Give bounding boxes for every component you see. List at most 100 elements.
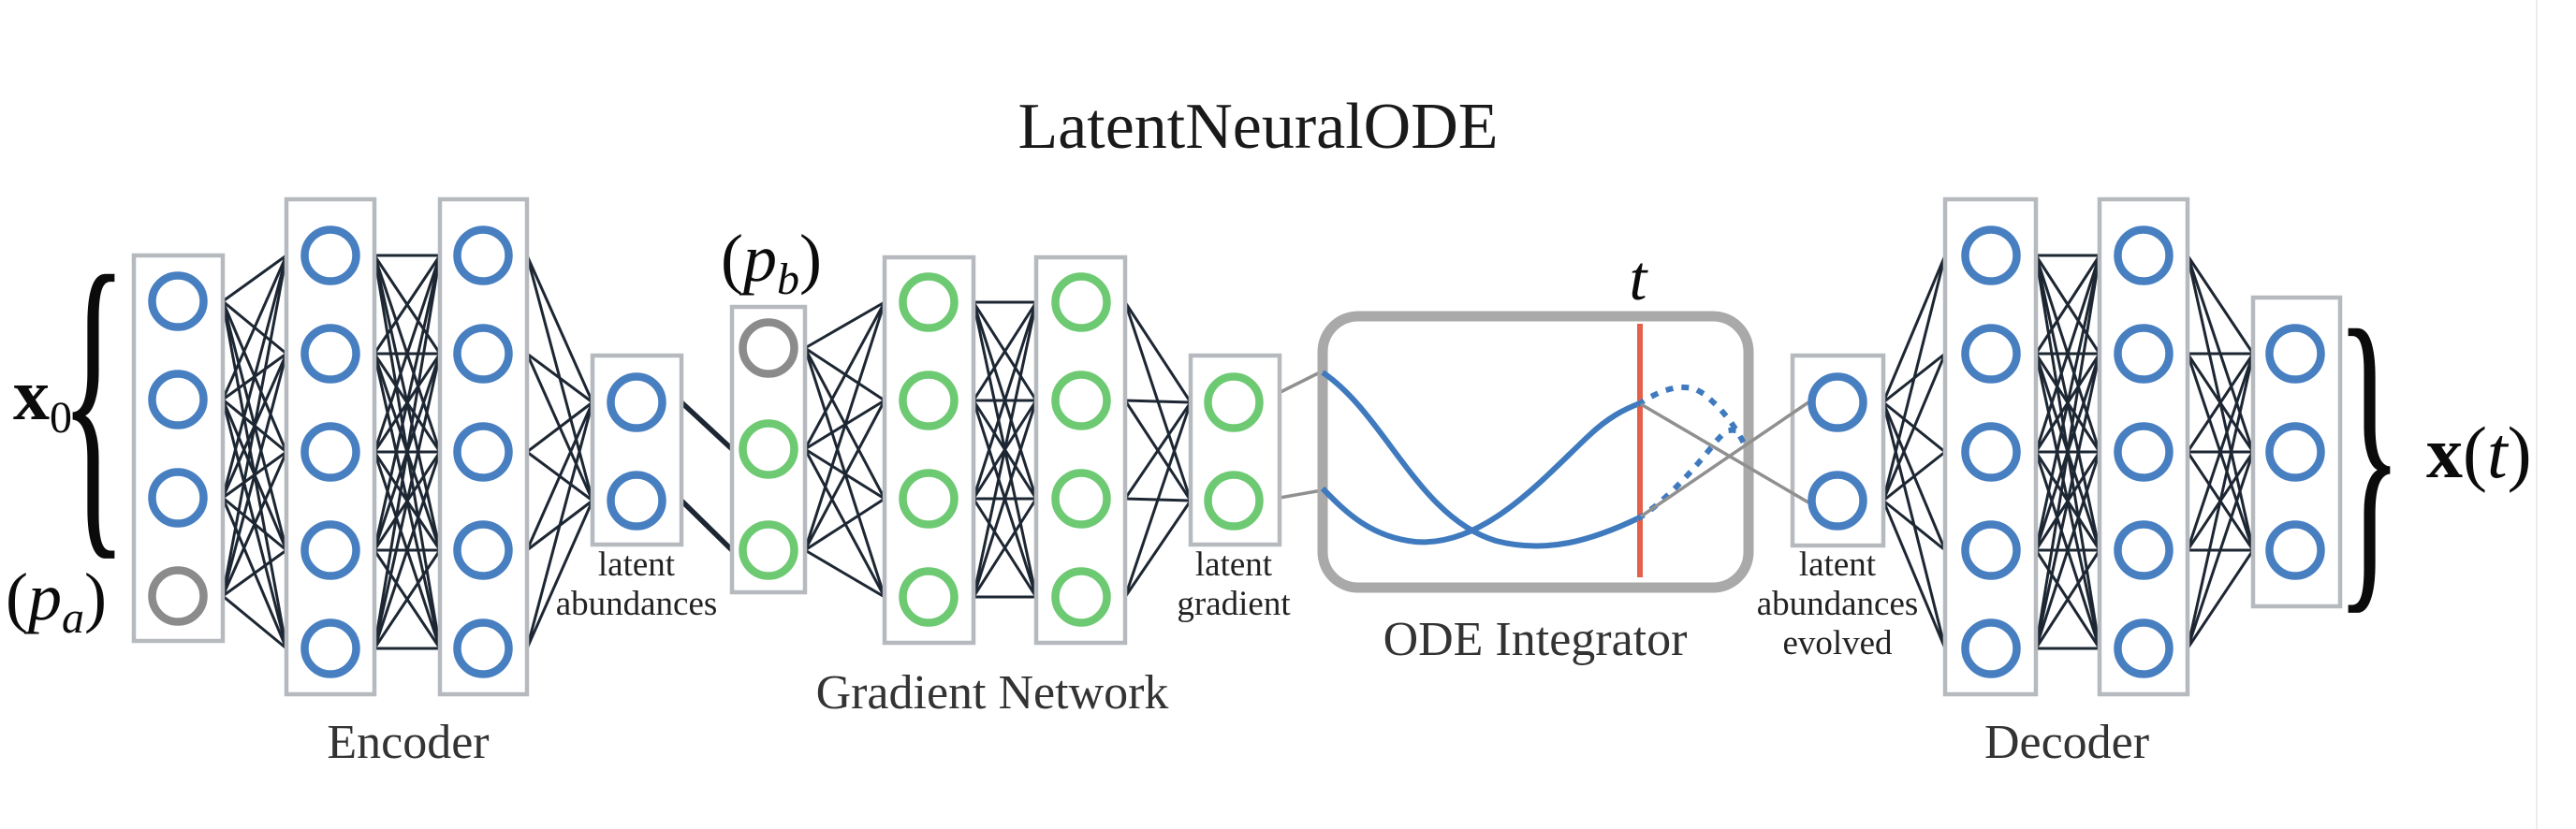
edge: [2186, 451, 2255, 649]
edge: [1123, 301, 1193, 403]
edge: [222, 594, 287, 650]
edge: [1124, 399, 1192, 404]
network-nodes: [148, 225, 2325, 678]
latent-gradient-label: latent gradient: [1177, 545, 1291, 623]
edge: [373, 255, 442, 355]
enc-h1-node-3: [300, 422, 360, 482]
edge: [1881, 500, 1947, 649]
decoder-label: Decoder: [1984, 716, 2149, 769]
edge: [2186, 353, 2255, 551]
grad-h2-node-4: [1051, 567, 1111, 627]
latent-ab-node-1: [607, 372, 666, 432]
grad-h1-node-3: [899, 469, 959, 529]
edge: [373, 549, 442, 649]
latent-to-gradient-link: [680, 499, 734, 552]
edge: [1881, 255, 1947, 502]
edge: [2186, 255, 2255, 355]
latent-abundances-line-1: latent: [598, 545, 676, 584]
edge: [2186, 353, 2255, 649]
edge: [2034, 451, 2101, 649]
evolved-line-2: abundances: [1757, 585, 1919, 623]
latent-to-gradient-links: [680, 400, 734, 552]
edge: [804, 497, 886, 552]
parameter-a-label: (pa): [6, 560, 107, 643]
gradient-network-label: Gradient Network: [816, 666, 1169, 720]
edge: [2034, 255, 2101, 453]
enc-h1-node-1: [300, 225, 360, 285]
dec-h1-node-5: [1961, 618, 2021, 678]
input-brace: {: [60, 206, 127, 587]
edge: [373, 255, 442, 453]
grad-input-node-1: [739, 318, 798, 378]
edge: [803, 301, 886, 450]
edge: [2186, 549, 2255, 649]
edge: [222, 254, 287, 303]
edge: [1881, 353, 1947, 502]
grad-input-node-3: [739, 520, 798, 580]
latent-ab-node-2: [607, 471, 666, 531]
latent-gradient-line-2: gradient: [1177, 585, 1291, 623]
grad-h1-node-1: [899, 272, 959, 332]
edge: [804, 548, 886, 599]
parameter-b-label: (pb): [721, 221, 822, 304]
edge: [2034, 549, 2101, 649]
edge: [1882, 450, 1946, 502]
edge: [1123, 500, 1193, 598]
ode-trajectory-b: [1320, 400, 1642, 545]
enc-h1-node-4: [300, 520, 360, 580]
ode-to-evolved-connectors: [1640, 400, 1809, 518]
edge: [972, 301, 1038, 598]
edge: [373, 255, 442, 649]
edge: [373, 255, 442, 551]
latent-abundances-evolved-label: latent abundances evolved: [1757, 545, 1919, 662]
dec-h1-node-4: [1961, 520, 2021, 580]
output-brace: }: [2335, 260, 2403, 641]
dec-h1-node-1: [1961, 225, 2021, 285]
enc-input-node-3: [148, 468, 208, 528]
enc-input-node-4: [148, 566, 208, 626]
edge: [525, 500, 594, 649]
latent-grad-node-2: [1204, 471, 1264, 531]
enc-h2-node-5: [453, 618, 513, 678]
output-node-3: [2265, 520, 2325, 580]
edge: [525, 401, 594, 649]
edge: [221, 451, 288, 597]
evolved-node-1: [1808, 372, 1867, 432]
enc-h2-node-1: [453, 225, 513, 285]
diagram-title: LatentNeuralODE: [1017, 91, 1498, 163]
edge: [373, 451, 442, 649]
evolved-line-1: latent: [1799, 545, 1877, 584]
edge: [526, 400, 593, 454]
enc-h1-node-5: [300, 618, 360, 678]
time-label: t: [1630, 242, 1649, 313]
ode-to-evolved-connector: [1640, 402, 1809, 504]
edge: [1882, 499, 1946, 552]
enc-input-node-2: [148, 370, 208, 429]
latent-gradient-line-1: latent: [1195, 545, 1273, 584]
output-vector-label: x(t): [2426, 412, 2532, 493]
output-node-2: [2265, 422, 2325, 482]
edge: [221, 255, 288, 597]
latent-to-gradient-link: [680, 400, 734, 452]
encoder-label: Encoder: [327, 716, 489, 769]
edge: [2186, 353, 2255, 453]
ode-integrator-label: ODE Integrator: [1383, 613, 1688, 666]
enc-h1-node-2: [300, 324, 360, 384]
ode-to-evolved-connector: [1640, 400, 1809, 518]
dec-h2-node-1: [2114, 225, 2174, 285]
edge: [2034, 353, 2101, 649]
edge: [972, 301, 1038, 401]
edge: [221, 255, 288, 400]
edge: [972, 301, 1038, 500]
ode-trajectory-a-extrapolated: [1635, 385, 1747, 444]
ode-trajectory-a: [1321, 370, 1642, 549]
evolved-line-3: evolved: [1782, 624, 1893, 662]
latent-grad-node-1: [1204, 372, 1264, 432]
edge: [803, 301, 886, 551]
grad-h1-node-2: [899, 371, 959, 430]
dec-h1-node-3: [1961, 422, 2021, 482]
dec-h2-node-5: [2114, 618, 2174, 678]
dec-h2-node-3: [2114, 422, 2174, 482]
